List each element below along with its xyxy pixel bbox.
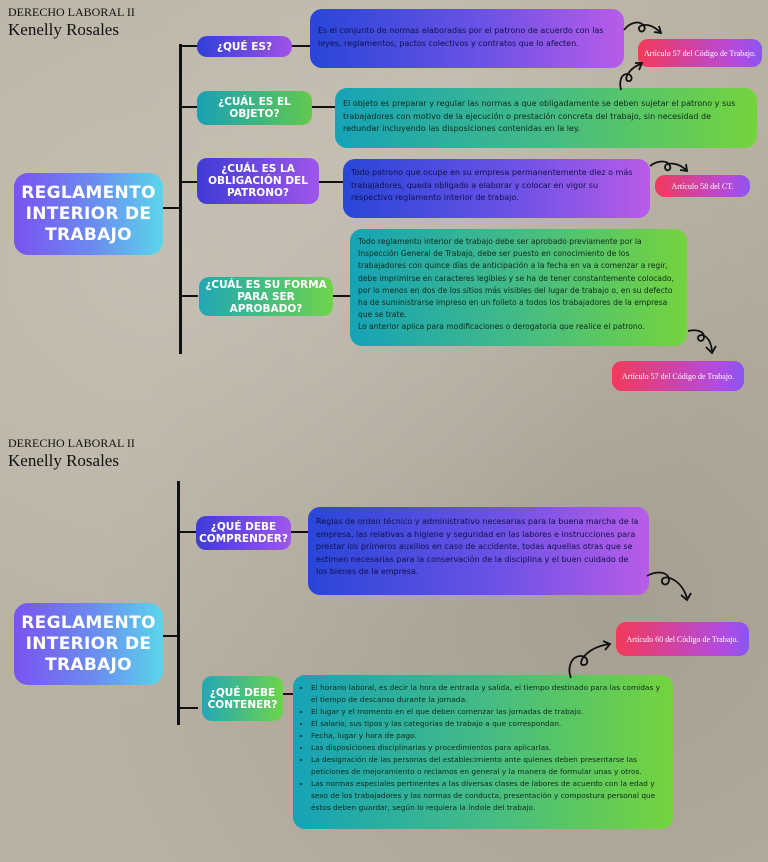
- main-title: REGLAMENTO INTERIOR DE TRABAJO: [14, 173, 163, 255]
- list-item: El lugar y el momento en el que deben co…: [311, 706, 665, 718]
- answer-contener: El horario laboral, es decir la hora de …: [293, 675, 673, 829]
- reference-art57: Artículo 57 del Código de Trabajo.: [638, 39, 762, 67]
- answer-comprender: Reglas de orden técnico y administrativo…: [308, 507, 649, 595]
- connector: [319, 181, 343, 183]
- author-name: Kenelly Rosales: [8, 20, 119, 39]
- question-contener: ¿QUÉ DEBE CONTENER?: [202, 676, 283, 721]
- answer-aprobacion: Todo reglamento interior de trabajo debe…: [350, 229, 687, 346]
- arrow-icon: [646, 571, 692, 602]
- list-item: Las disposiciones disciplinarias y proce…: [311, 742, 665, 754]
- connector: [290, 531, 310, 533]
- question-que-es: ¿QUÉ ES?: [197, 36, 292, 57]
- reference-art57-b: Artículo 57 del Código de Trabajo.: [612, 361, 744, 391]
- course-title: DERECHO LABORAL II: [8, 5, 135, 19]
- arrow-icon: [687, 329, 717, 355]
- question-aprobacion: ¿CUÁL ES SU FORMA PARA SER APROBADO?: [199, 277, 333, 316]
- question-objeto: ¿CUÁL ES EL OBJETO?: [197, 91, 312, 125]
- course-title-2: DERECHO LABORAL II: [8, 436, 135, 450]
- answer-aprobacion-extra: Lo anterior aplica para modificaciones o…: [358, 322, 645, 332]
- connector: [180, 45, 198, 47]
- list-item: La designación de las personas del estab…: [311, 754, 665, 778]
- answer-obligacion: Todo patrono que ocupe en su empresa per…: [343, 159, 650, 218]
- question-comprender: ¿QUÉ DEBE COMPRENDER?: [196, 516, 291, 550]
- connector: [178, 531, 198, 533]
- connector: [163, 207, 180, 209]
- arrow-icon: [623, 21, 663, 35]
- answer-que-es: Es el conjunto de normas elaboradas por …: [310, 9, 624, 68]
- author-name-2: Kenelly Rosales: [8, 451, 119, 470]
- connector: [180, 106, 198, 108]
- list-item: Las normas especiales pertinentes a las …: [311, 778, 665, 814]
- connector: [163, 635, 180, 637]
- answer-objeto: El objeto es preparar y regular las norm…: [335, 88, 757, 148]
- connector: [312, 106, 337, 108]
- arrow-icon: [649, 160, 689, 173]
- connector: [180, 181, 198, 183]
- list-item: Fecha, lugar y hora de pago.: [311, 730, 665, 742]
- main-title-2: REGLAMENTO INTERIOR DE TRABAJO: [14, 603, 163, 685]
- answer-aprobacion-text: Todo reglamento interior de trabajo debe…: [358, 237, 674, 320]
- question-obligacion: ¿CUÁL ES LA OBLIGACIÓN DEL PATRONO?: [197, 158, 319, 204]
- list-item: El salario, sus tipos y las categorías d…: [311, 718, 665, 730]
- connector: [180, 295, 198, 297]
- connector: [331, 295, 351, 297]
- connector: [178, 707, 198, 709]
- arrow-icon: [619, 62, 644, 91]
- reference-art58: Artículo 58 del CT.: [655, 175, 750, 197]
- connector: [177, 481, 180, 725]
- reference-art60: Artículo 60 del Código de Trabajo.: [616, 622, 749, 656]
- arrow-icon: [568, 640, 612, 679]
- connector: [283, 693, 295, 695]
- connector: [291, 45, 311, 47]
- connector: [179, 44, 182, 354]
- list-item: El horario laboral, es decir la hora de …: [311, 682, 665, 706]
- contener-list: El horario laboral, es decir la hora de …: [301, 682, 665, 814]
